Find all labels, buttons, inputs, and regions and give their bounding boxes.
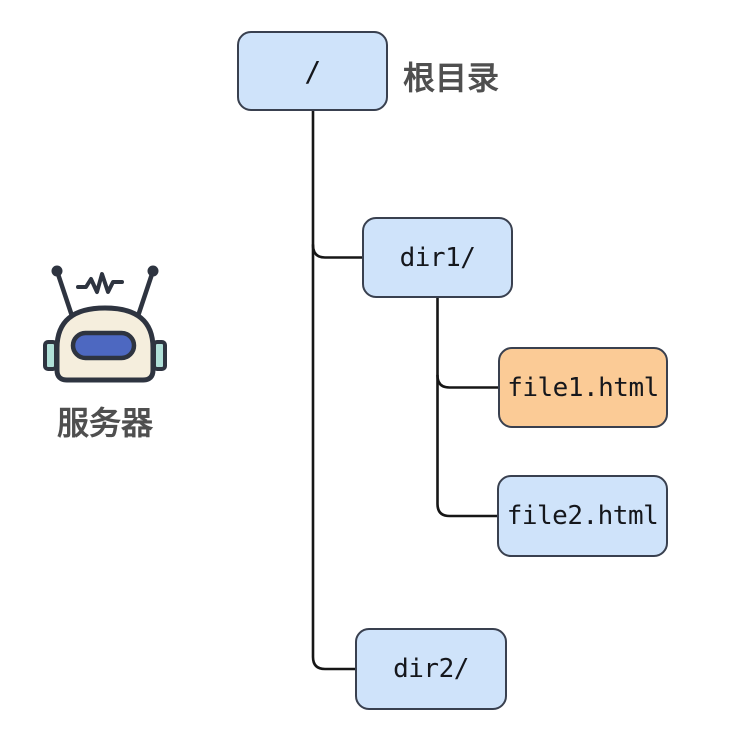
root-annotation-label: 根目录 [403,60,500,96]
node-dir2: dir2/ [355,628,507,710]
robot-server-icon [43,265,167,383]
node-file2: file2.html [497,475,668,557]
connector-root-to-dir2 [311,109,357,671]
node-file1-label: file1.html [507,372,659,403]
robot-visor [70,330,137,361]
node-dir2-label: dir2/ [393,654,469,684]
node-file1-highlighted: file1.html [498,347,668,428]
node-dir1: dir1/ [362,217,513,298]
connector-dir1-to-file1 [436,374,500,389]
node-root-label: / [304,54,321,88]
antenna-left [55,271,75,319]
antenna-left-tip [51,265,63,277]
connector-root-to-dir1 [311,243,364,259]
signal-squiggle-icon [76,272,124,294]
robot-ear-right [152,340,167,371]
robot-ear-left [43,340,58,371]
server-figure: 服务器 [30,253,180,444]
antenna-right [135,271,155,319]
connector-dir1-to-file2 [436,296,499,518]
node-root: / [237,31,388,111]
node-file2-label: file2.html [506,501,659,531]
server-label: 服务器 [56,405,153,441]
node-dir1-label: dir1/ [399,242,476,273]
antenna-right-tip [147,265,159,277]
